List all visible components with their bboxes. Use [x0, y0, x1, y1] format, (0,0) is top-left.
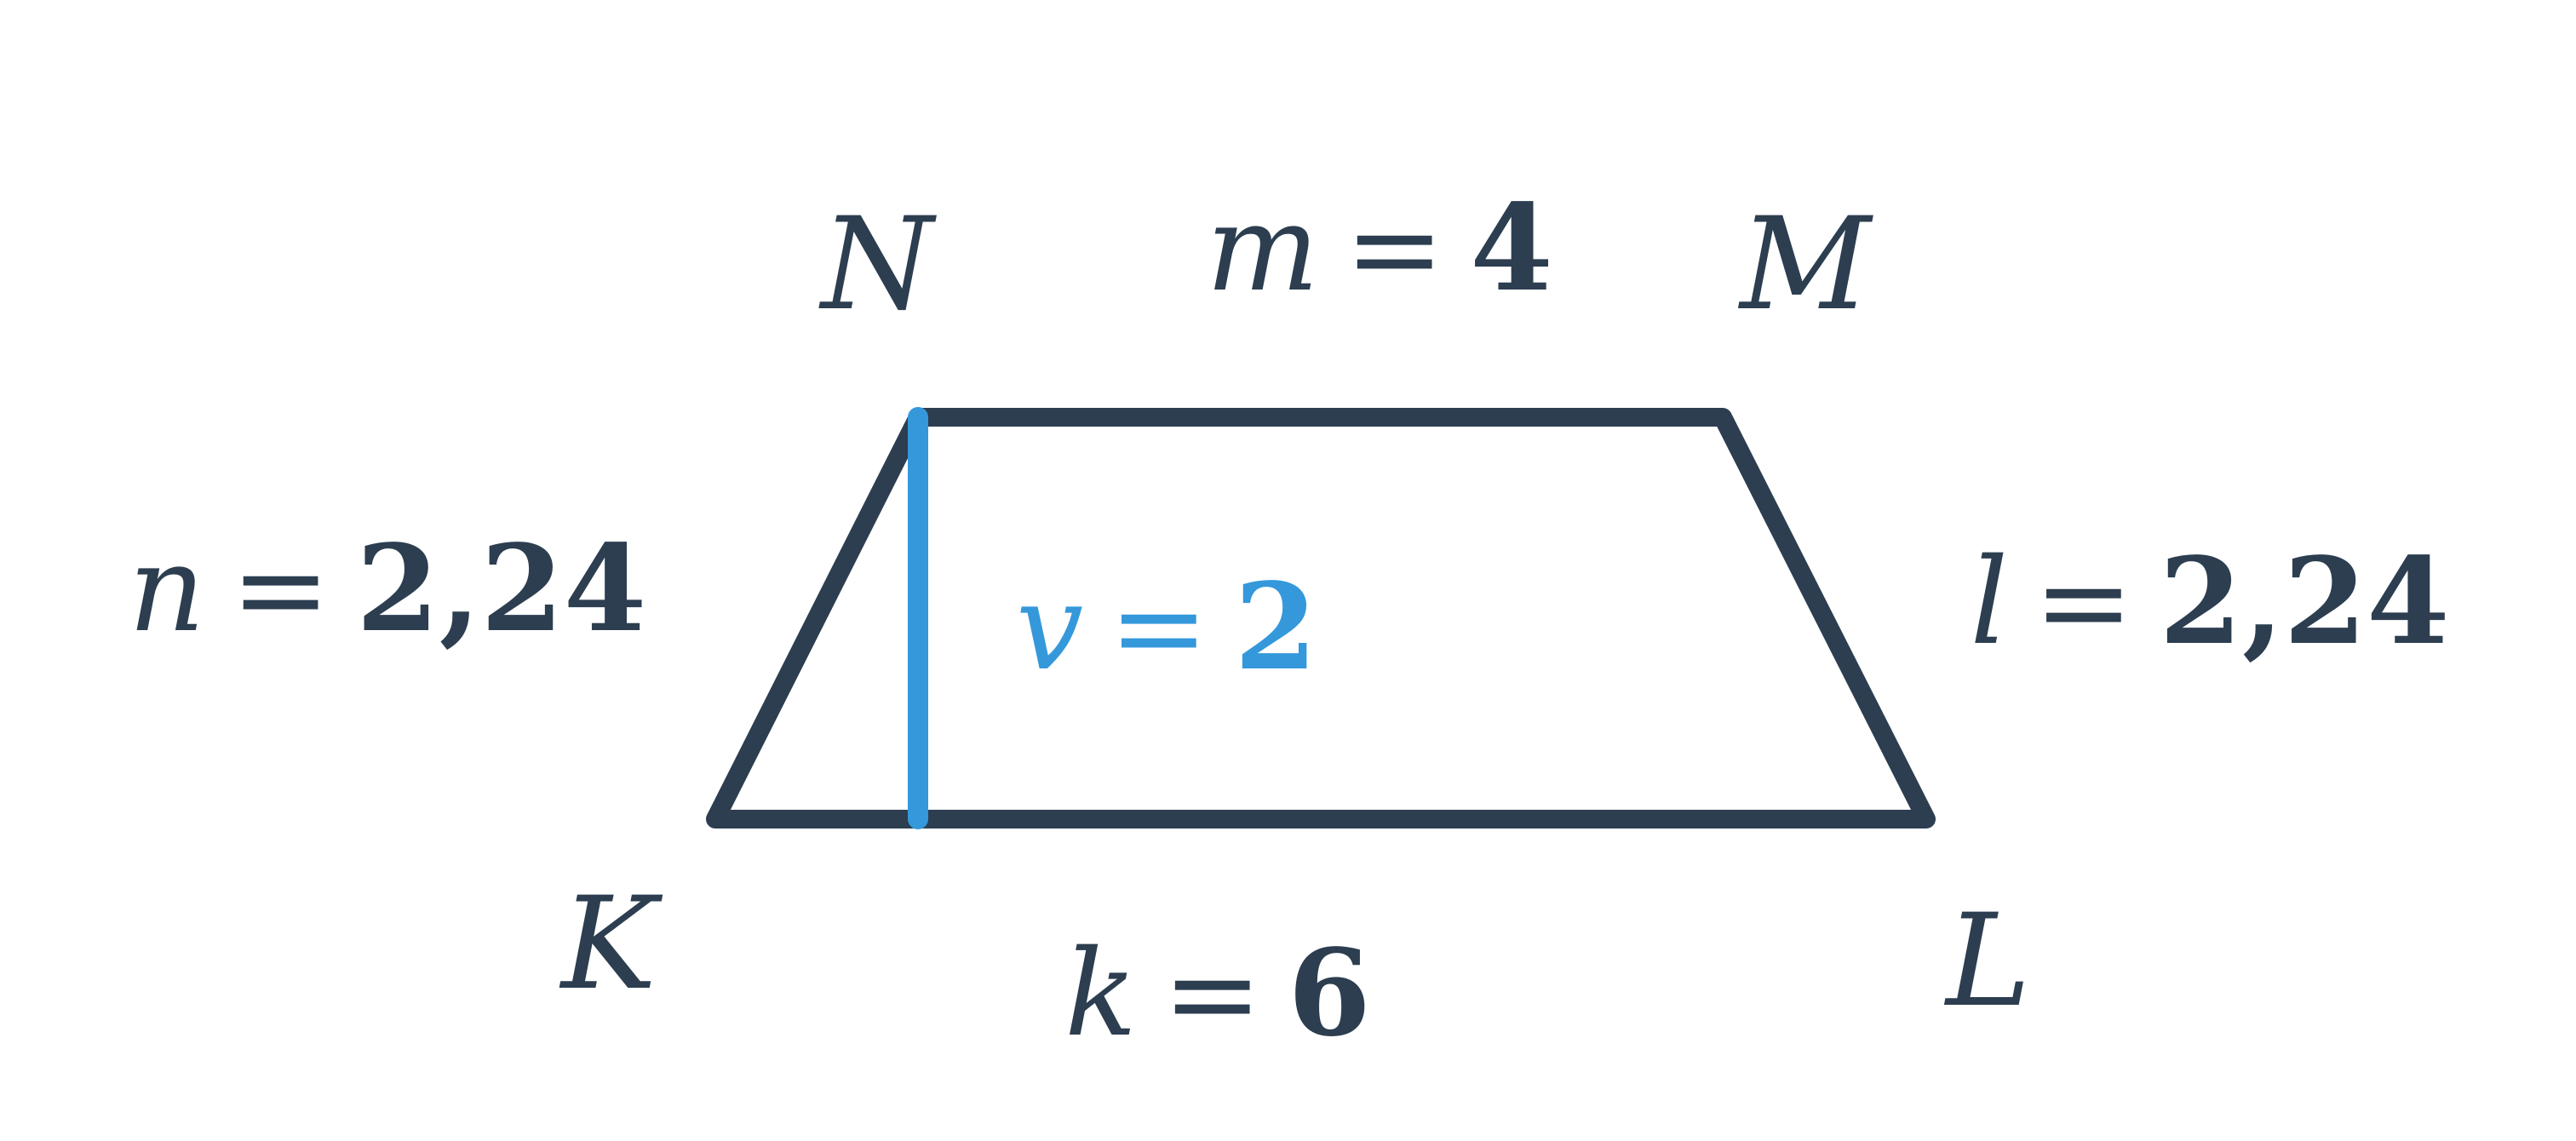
vertex-label-n: N — [818, 191, 937, 339]
vertex-label-k: K — [559, 870, 663, 1018]
height-label-v: v=2 — [1016, 558, 1317, 697]
trapezoid-klmn — [706, 408, 1936, 829]
side-label-k: k=6 — [1064, 924, 1371, 1064]
vertex-label-l: L — [1943, 887, 2031, 1035]
vertex-label-m: M — [1737, 191, 1873, 339]
side-label-m: m=4 — [1206, 179, 1553, 318]
side-label-l: l=2,24 — [1970, 532, 2449, 672]
side-label-n: n=2,24 — [129, 519, 646, 659]
